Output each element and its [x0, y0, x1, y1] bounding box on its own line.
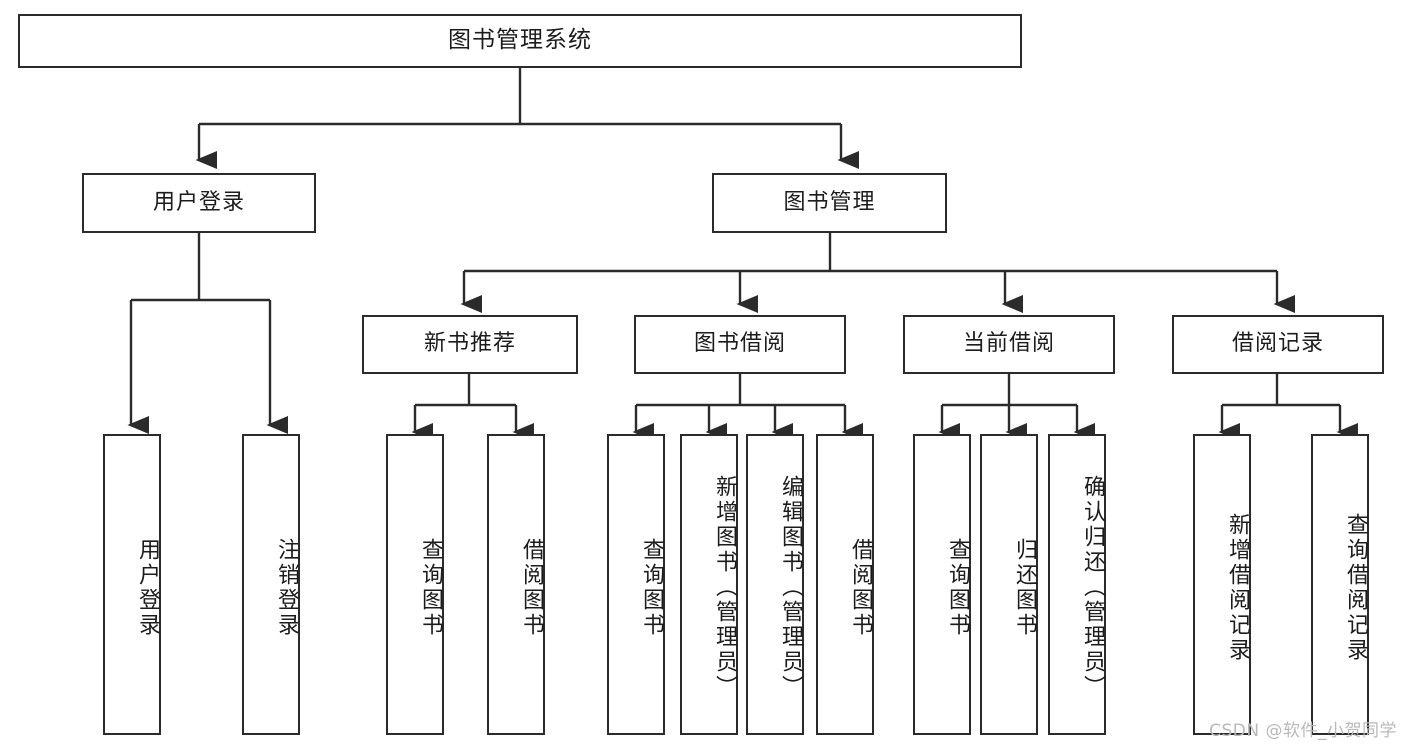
leaf-book-borrow-query-book[interactable]: 查询图书: [607, 434, 665, 735]
node-label: 新增图书（管理员）: [712, 475, 737, 700]
leaf-borrow-record-query-record[interactable]: 查询借阅记录: [1311, 434, 1369, 735]
node-label: 借阅记录: [1231, 331, 1324, 357]
node-label: 查询图书: [945, 537, 970, 638]
node-label: 用户登录: [152, 189, 245, 215]
node-label: 查询图书: [418, 537, 443, 638]
node-label: 图书管理: [783, 189, 876, 215]
csdn-watermark: CSDN @软件_小贺同学: [1209, 721, 1397, 741]
leaf-current-borrow-query-book[interactable]: 查询图书: [913, 434, 971, 735]
leaf-book-borrow-borrow-book[interactable]: 借阅图书: [816, 434, 874, 735]
node-label: 确认归还（管理员）: [1080, 475, 1105, 700]
node-label: 借阅图书: [848, 537, 873, 638]
node-label: 查询借阅记录: [1343, 512, 1368, 663]
node-label: 用户登录: [135, 537, 160, 638]
node-book-management[interactable]: 图书管理: [712, 173, 947, 233]
node-label: 注销登录: [274, 537, 299, 638]
leaf-user-login-logout[interactable]: 注销登录: [242, 434, 300, 735]
node-label: 归还图书: [1012, 537, 1037, 638]
node-label: 新增借阅记录: [1225, 512, 1250, 663]
node-label: 查询图书: [639, 537, 664, 638]
node-label: 编辑图书（管理员）: [778, 475, 803, 700]
node-book-borrow[interactable]: 图书借阅: [634, 315, 846, 374]
node-label: 新书推荐: [423, 331, 516, 357]
node-current-borrow[interactable]: 当前借阅: [903, 315, 1115, 374]
node-borrow-record[interactable]: 借阅记录: [1172, 315, 1384, 374]
leaf-current-borrow-return-book[interactable]: 归还图书: [980, 434, 1038, 735]
leaf-current-borrow-confirm-return-admin[interactable]: 确认归还（管理员）: [1048, 434, 1106, 735]
node-label: 图书借阅: [693, 331, 786, 357]
node-user-login[interactable]: 用户登录: [82, 173, 316, 233]
leaf-book-borrow-edit-book-admin[interactable]: 编辑图书（管理员）: [746, 434, 804, 735]
leaf-borrow-record-add-record[interactable]: 新增借阅记录: [1193, 434, 1251, 735]
node-label: 当前借阅: [962, 331, 1055, 357]
node-root-book-management-system[interactable]: 图书管理系统: [18, 14, 1022, 68]
leaf-new-book-borrow-book[interactable]: 借阅图书: [487, 434, 545, 735]
leaf-book-borrow-add-book-admin[interactable]: 新增图书（管理员）: [680, 434, 738, 735]
node-label: 图书管理系统: [448, 27, 592, 54]
leaf-new-book-query-book[interactable]: 查询图书: [386, 434, 444, 735]
node-label: 借阅图书: [519, 537, 544, 638]
leaf-user-login-login[interactable]: 用户登录: [103, 434, 161, 735]
node-new-book-recommend[interactable]: 新书推荐: [362, 315, 578, 374]
